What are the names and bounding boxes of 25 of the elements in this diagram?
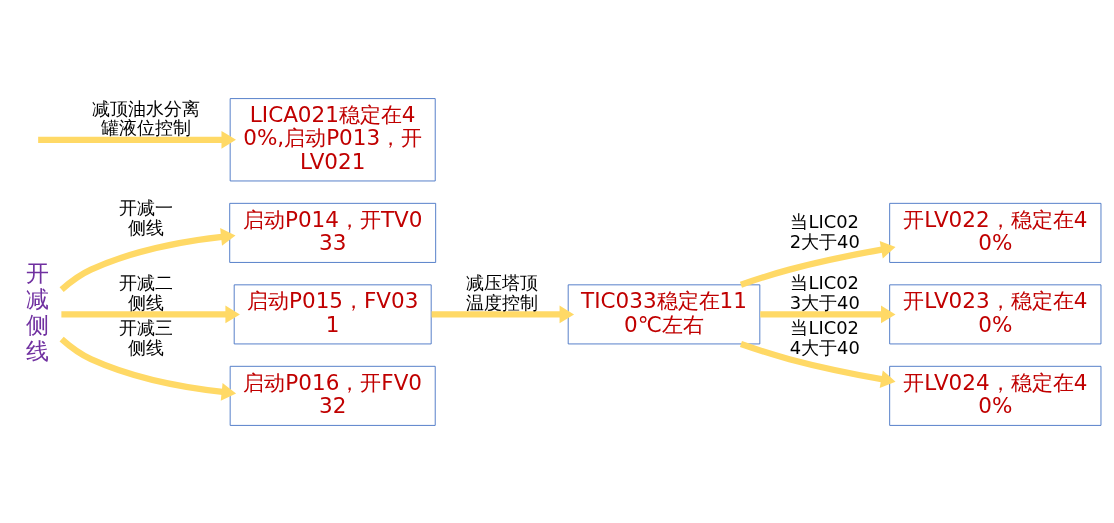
- arrow: [61, 305, 240, 323]
- arrow: [38, 130, 236, 149]
- node-text: 开减侧线: [25, 258, 49, 364]
- edge-label: 开减三侧线: [118, 316, 173, 358]
- arrow: [59, 336, 237, 401]
- edge-label: 当LIC024大于40: [789, 316, 860, 358]
- node-box: 开LV024，稳定在40%: [889, 365, 1102, 426]
- edge-label: 减顶油水分离罐液位控制: [91, 97, 200, 138]
- node-box: 开LV022，稳定在40%: [889, 202, 1102, 263]
- node-box: 启动P016，开FV032: [229, 365, 436, 426]
- arrow: [739, 240, 896, 288]
- node-box: 启动P014，开TV033: [229, 202, 437, 263]
- arrow: [59, 227, 236, 292]
- arrow: [431, 305, 575, 323]
- arrow: [739, 340, 896, 388]
- node-box: TIC033稳定在110℃左右: [567, 283, 761, 344]
- edge-label: 当LIC023大于40: [789, 271, 860, 313]
- edge-label: 当LIC022大于40: [789, 210, 860, 252]
- arrow: [760, 305, 896, 323]
- edge-label: 开减一侧线: [118, 196, 173, 238]
- node-box: LICA021稳定在40%,启动P013，开LV021: [229, 97, 436, 181]
- node-box: 启动P015，FV031: [233, 283, 432, 344]
- edge-label: 开减二侧线: [118, 271, 173, 313]
- edge-label: 减压塔顶温度控制: [465, 271, 538, 313]
- node-box: 开LV023，稳定在40%: [889, 283, 1102, 344]
